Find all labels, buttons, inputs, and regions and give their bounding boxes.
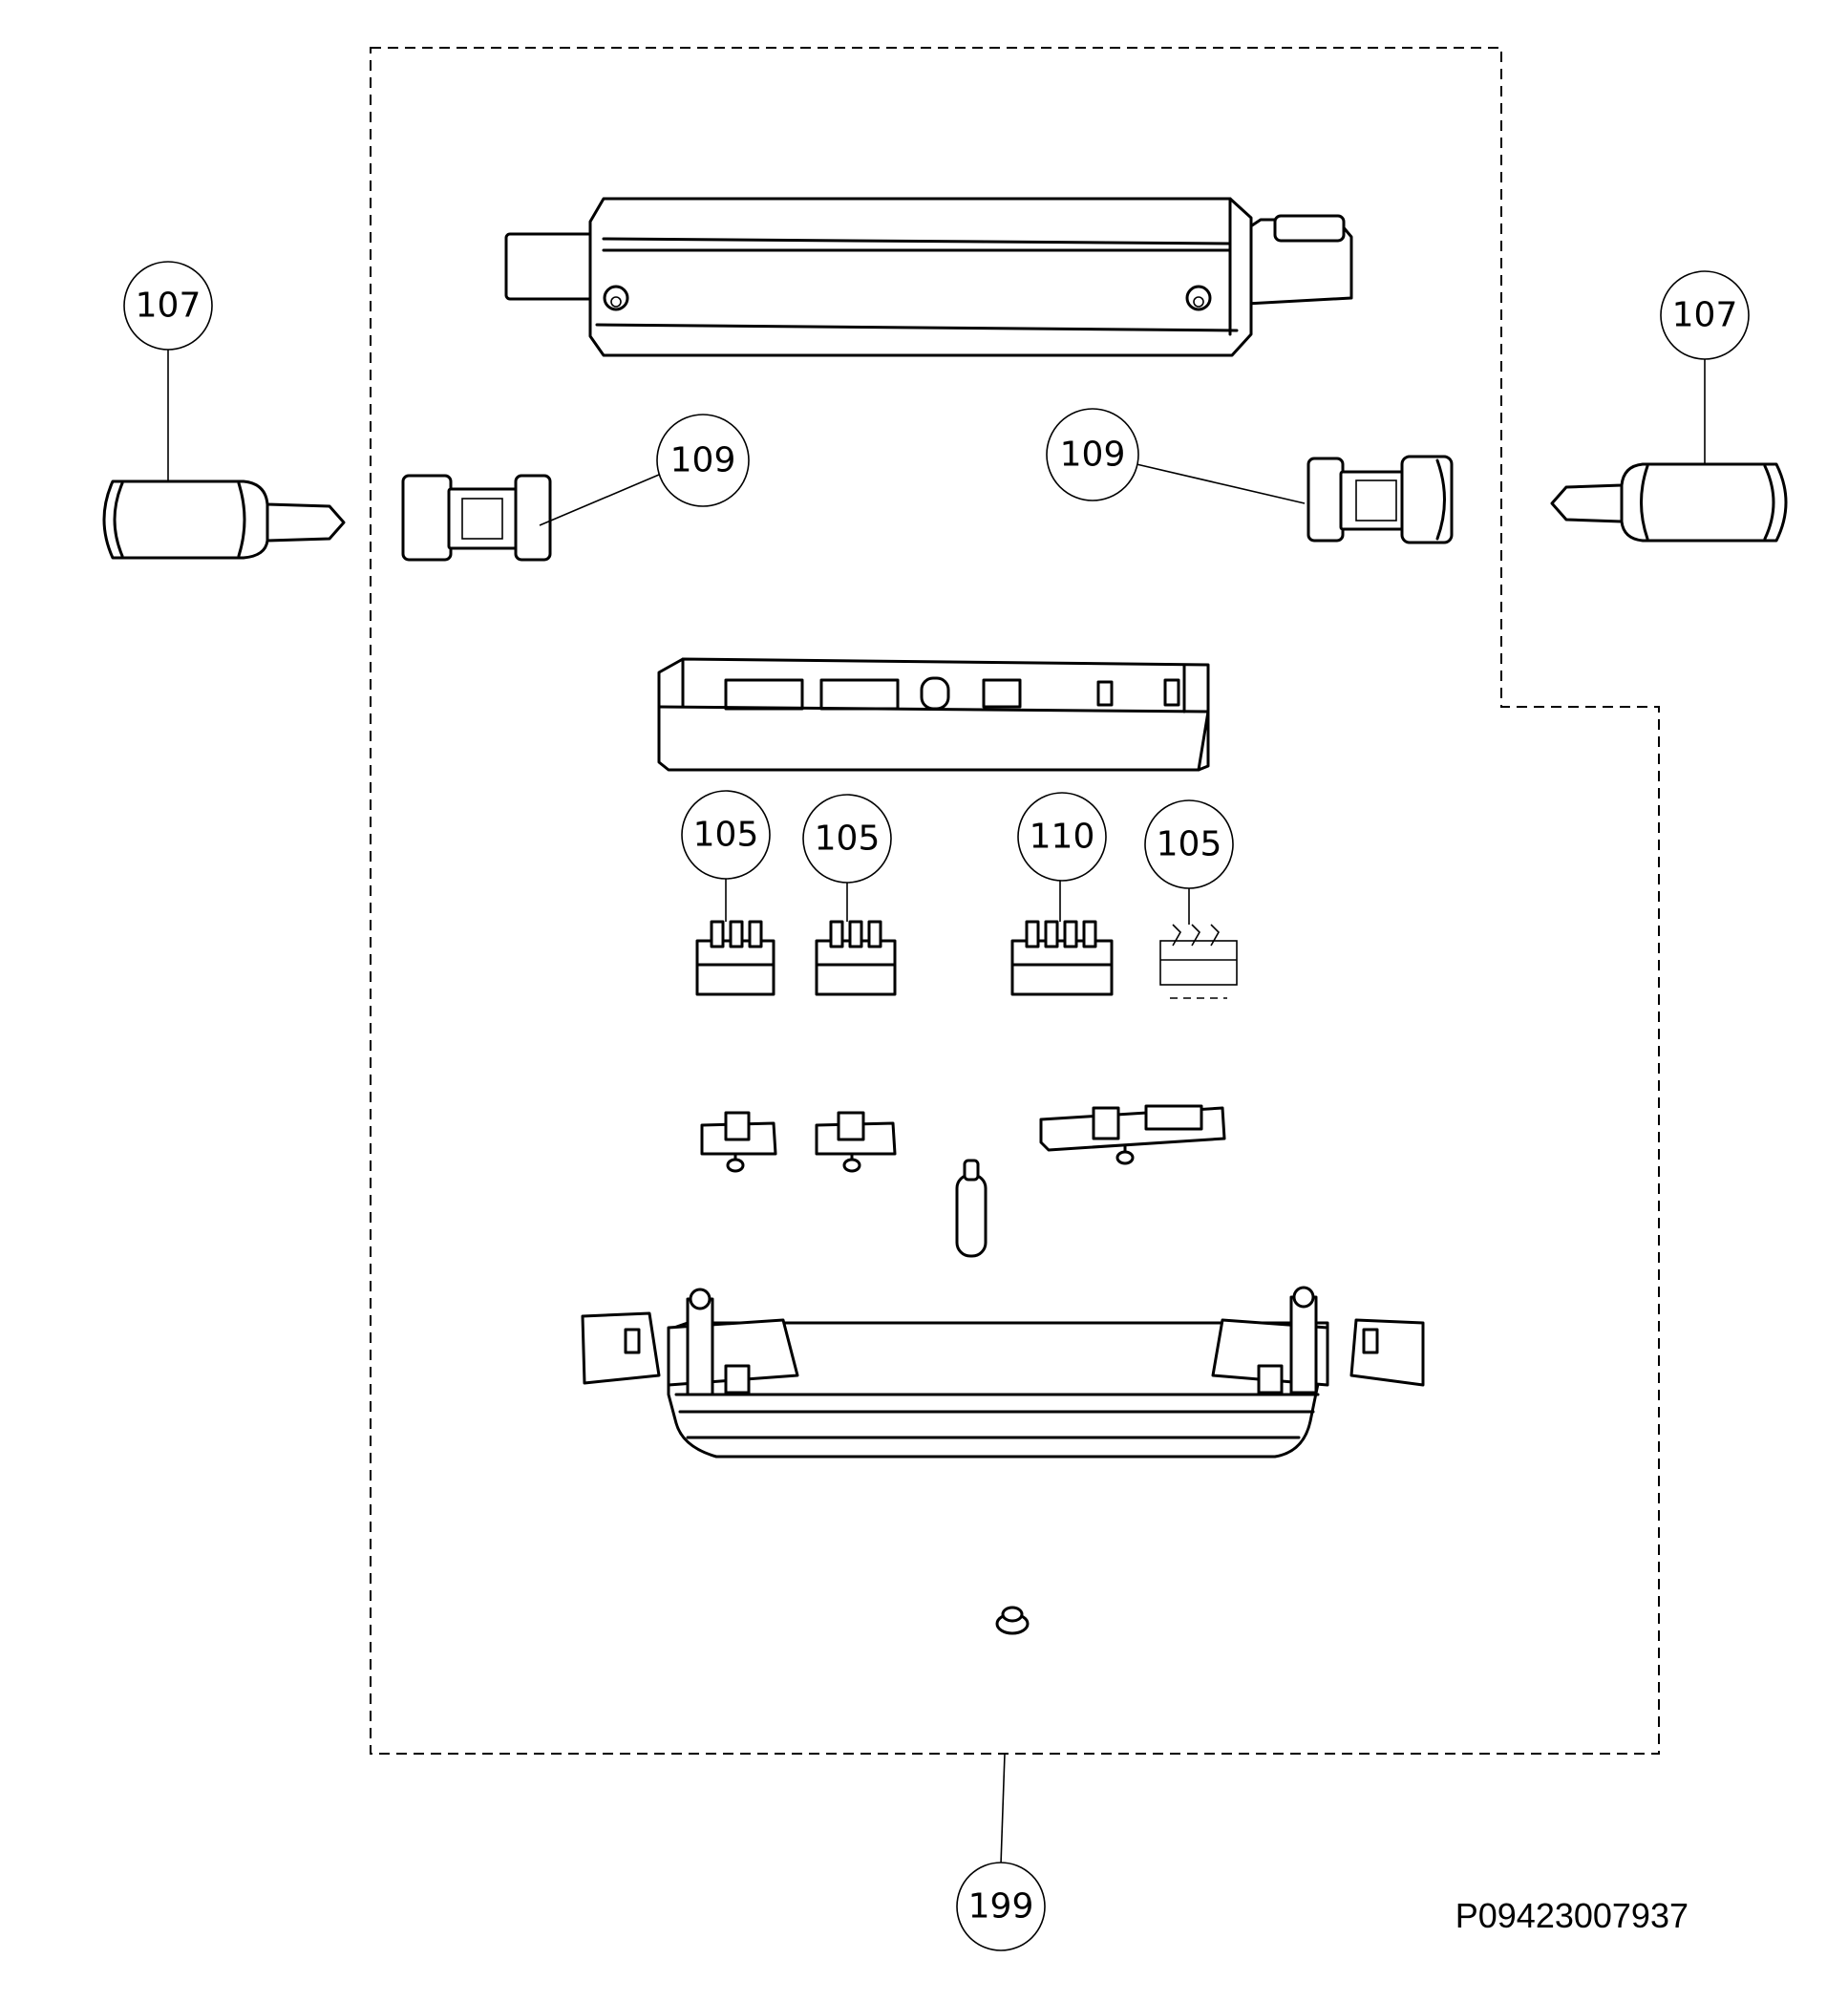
- callout-label: 109: [1060, 436, 1126, 475]
- callout-label: 105: [1157, 825, 1222, 864]
- callout-label: 105: [693, 816, 759, 855]
- top-cover-part: [504, 197, 1353, 357]
- left-knob-part: [102, 479, 346, 560]
- connector-105-b: [815, 920, 897, 996]
- button-part-c: [1039, 1104, 1226, 1165]
- right-knob-part: [1550, 462, 1788, 543]
- light-pipe-part: [955, 1159, 988, 1258]
- drawing-code: P09423007937: [1455, 1896, 1689, 1935]
- base-housing-part: [581, 1286, 1425, 1459]
- callout-109-left: 109: [656, 414, 750, 507]
- callout-label: 107: [1672, 296, 1738, 335]
- leader-lines: [167, 350, 1706, 1865]
- callout-107-left: 107: [123, 261, 213, 351]
- button-part-a: [700, 1111, 777, 1173]
- callout-105-a: 105: [681, 790, 771, 880]
- assembly-boundary: [370, 47, 1660, 1755]
- callout-label: 109: [670, 441, 736, 480]
- connector-105-c: [1159, 924, 1238, 999]
- button-part-b: [815, 1111, 897, 1173]
- callout-105-b: 105: [802, 794, 892, 884]
- callout-label: 110: [1030, 818, 1095, 857]
- callout-label: 199: [968, 1887, 1034, 1927]
- callout-105-c: 105: [1144, 799, 1234, 889]
- left-sleeve-part: [401, 474, 552, 562]
- callout-107-right: 107: [1660, 270, 1750, 360]
- pcb-tray-part: [657, 657, 1210, 772]
- right-sleeve-part: [1306, 455, 1454, 544]
- callout-199: 199: [956, 1862, 1046, 1951]
- grommet-part: [995, 1606, 1030, 1635]
- callout-label: 107: [136, 287, 202, 326]
- callout-110: 110: [1017, 792, 1107, 882]
- callout-label: 105: [815, 820, 881, 859]
- connector-110: [1010, 920, 1114, 996]
- callout-109-right: 109: [1046, 408, 1139, 501]
- connector-105-a: [695, 920, 775, 996]
